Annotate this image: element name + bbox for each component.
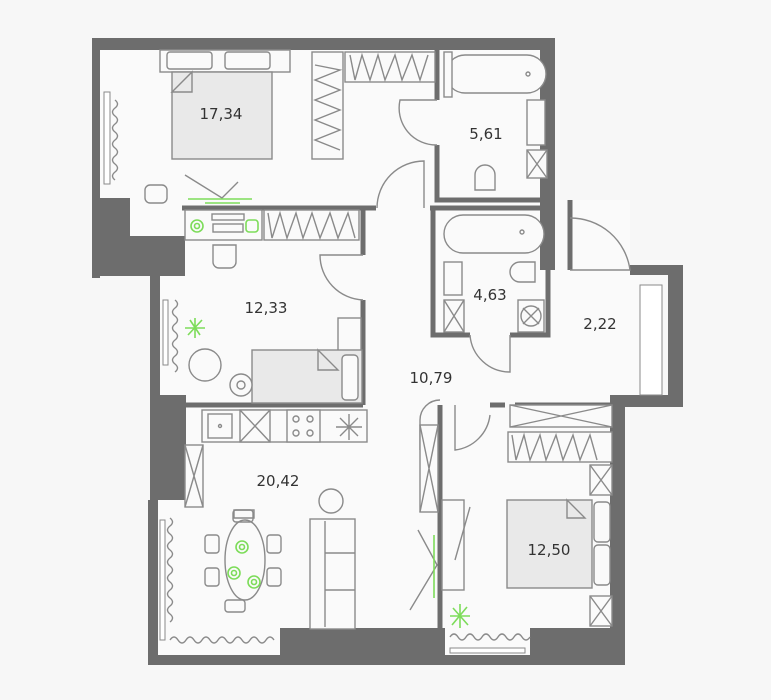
doors [319, 99, 631, 451]
room-area-bedroom-3: 12,50 [528, 541, 571, 559]
exterior-walls [92, 38, 683, 665]
dining-table [224, 519, 266, 601]
room-labels: 17,34 5,61 12,33 4,63 2,22 10,79 20,42 1… [200, 105, 617, 559]
furniture [111, 49, 613, 644]
interior-walls [182, 50, 612, 655]
sofa [309, 518, 356, 630]
room-area-bathroom-1: 5,61 [469, 125, 502, 143]
room-area-bedroom-1: 17,34 [200, 105, 243, 123]
room-area-bedroom-2: 12,33 [245, 299, 288, 317]
bed [171, 71, 273, 160]
bed [506, 499, 593, 589]
room-area-balcony: 2,22 [583, 315, 616, 333]
room-area-kitchen-living: 20,42 [257, 472, 300, 490]
room-area-bathroom-2: 4,63 [473, 286, 506, 304]
room-area-hallway: 10,79 [410, 369, 453, 387]
